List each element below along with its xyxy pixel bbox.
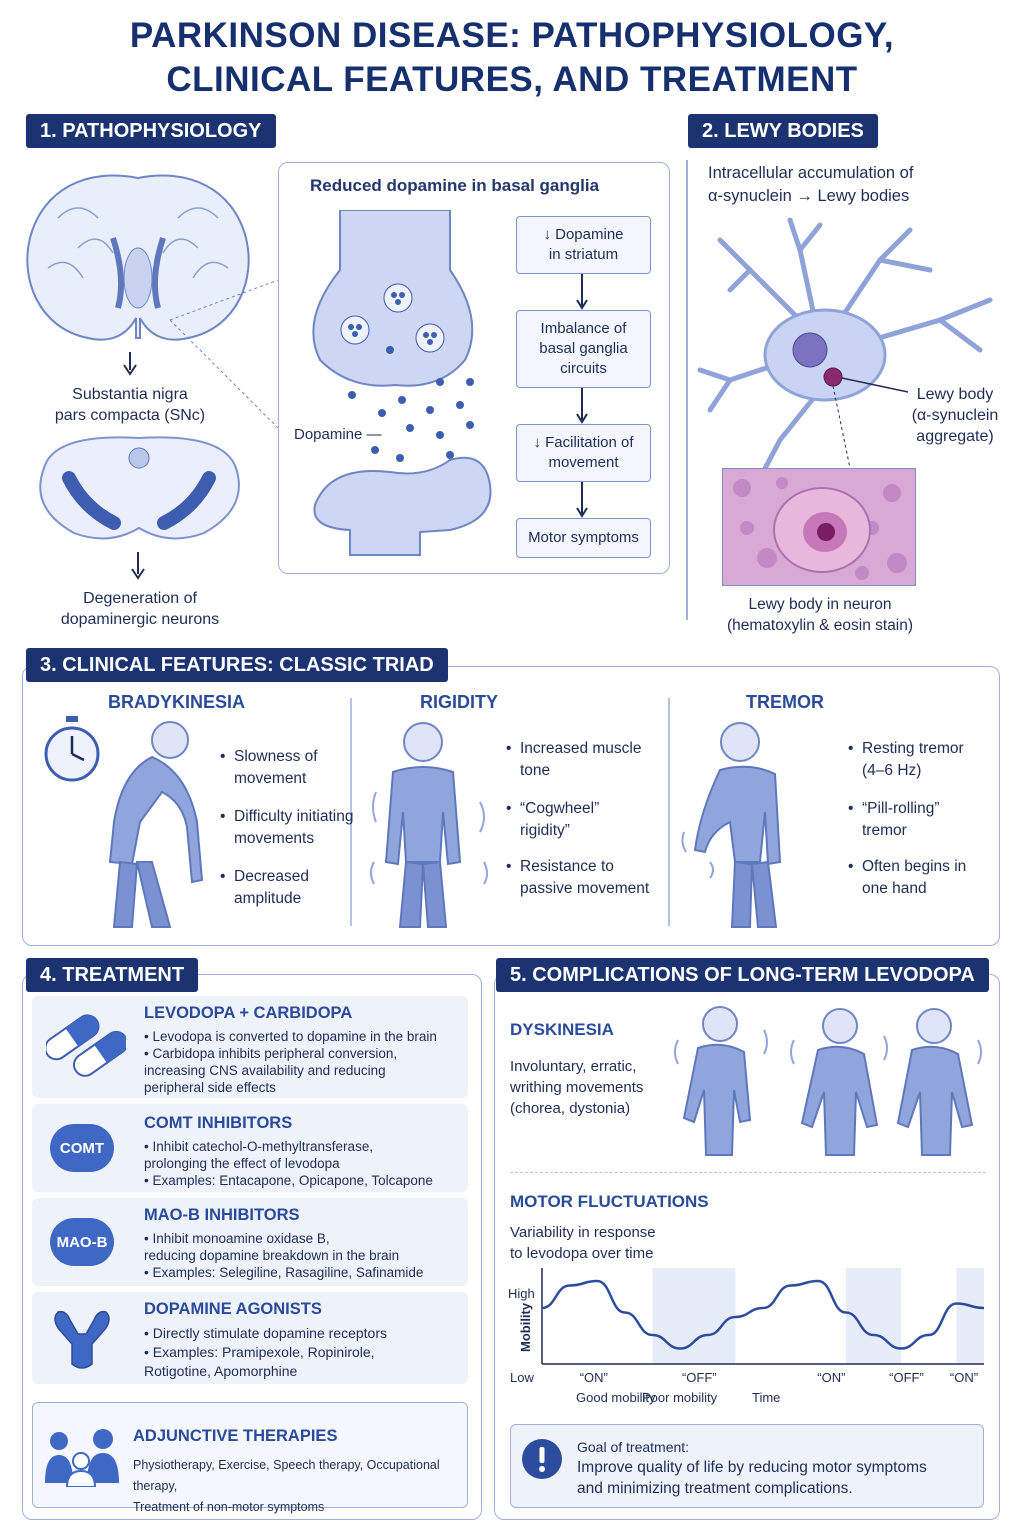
- section-divider: [686, 160, 688, 620]
- he-stain-micrograph: [722, 468, 916, 586]
- brain-coronal-icon: [26, 174, 250, 341]
- snc-label: Substantia nigra pars compacta (SNc): [54, 386, 206, 424]
- motor-fluctuations-chart: High Low Mobility “ON” “OFF” “ON” “OFF” “ON”…: [508, 1268, 985, 1405]
- tremor-bullet-2: “Pill-rolling”tremor: [848, 798, 940, 842]
- comt-enzyme-icon: COMT: [50, 1124, 114, 1172]
- section-tag-treatment: 4. TREATMENT: [26, 958, 199, 992]
- synapse-illustration: [312, 210, 492, 556]
- tremor-bullet-1: Resting tremor(4–6 Hz): [848, 738, 964, 782]
- treatment-card-levodopa: LEVODOPA + CARBIDOPA • Levodopa is conve…: [32, 996, 468, 1098]
- rigidity-heading: RIGIDITY: [420, 692, 499, 712]
- treatment-card-maob: MAO-B MAO-B INHIBITORS • Inhibit monoami…: [32, 1198, 468, 1286]
- arrow-down-icon: [131, 552, 145, 580]
- flow-arrows: [576, 274, 588, 518]
- stooped-person-illustration: [108, 721, 204, 928]
- state-label: “ON”: [580, 1370, 608, 1385]
- off-period-shade: [956, 1268, 984, 1364]
- receptor-icon: [54, 1310, 110, 1369]
- dyskinesia-figures-illustration: [674, 1006, 982, 1156]
- people-group-icon: [45, 1429, 119, 1487]
- motor-fluctuations-description: Variability in response to levodopa over…: [510, 1224, 656, 1262]
- zoom-lines: [170, 280, 279, 429]
- arrow-down-icon: [123, 352, 137, 376]
- flow-step-4: Motor symptoms: [516, 518, 651, 558]
- tremor-heading: TREMOR: [746, 692, 824, 712]
- state-label: “OFF”: [682, 1370, 717, 1385]
- degeneration-label: Degeneration of dopaminergic neurons: [60, 590, 220, 628]
- column-divider: [668, 698, 670, 926]
- rigid-person-illustration: [370, 722, 488, 928]
- section-tag-clinical-features: 3. CLINICAL FEATURES: CLASSIC TRIAD: [26, 648, 448, 682]
- dyskinesia-heading: DYSKINESIA: [510, 1020, 614, 1039]
- section-tag-lewy-bodies: 2. LEWY BODIES: [688, 114, 878, 148]
- caption-good-mobility: Good mobility: [576, 1390, 656, 1405]
- y-tick-low: Low: [510, 1370, 534, 1385]
- state-label: “ON”: [950, 1370, 978, 1385]
- off-period-shade: [652, 1268, 736, 1364]
- treatment-card-dopamine-agonists: DOPAMINE AGONISTS • Directly stimulate d…: [32, 1292, 468, 1384]
- caption-poor-mobility: Poor mobility: [642, 1390, 718, 1405]
- dopamine-label: Dopamine —: [294, 426, 382, 443]
- mobility-series-line: [541, 1279, 985, 1350]
- state-label: “ON”: [817, 1370, 845, 1385]
- capsule-icon: [46, 1014, 126, 1077]
- bradykinesia-heading: BRADYKINESIA: [108, 692, 246, 712]
- dyskinesia-description: Involuntary, erratic, writhing movements…: [510, 1058, 644, 1117]
- section-tag-pathophysiology: 1. PATHOPHYSIOLOGY: [26, 114, 276, 148]
- tremor-person-illustration: [681, 722, 782, 928]
- y-tick-high: High: [508, 1286, 535, 1301]
- x-axis-label: Time: [752, 1390, 780, 1405]
- page-title: PARKINSON DISEASE: PATHOPHYSIOLOGY, CLIN…: [129, 16, 895, 99]
- section-tag-complications: 5. COMPLICATIONS OF LONG-TERM LEVODOPA: [496, 958, 989, 992]
- neuron-illustration: [697, 217, 993, 480]
- treatment-card-comt: COMT COMT INHIBITORS • Inhibit catechol-…: [32, 1104, 468, 1192]
- adjunctive-therapies-card: ADJUNCTIVE THERAPIES Physiotherapy, Exer…: [32, 1402, 468, 1514]
- goal-of-treatment-box: Goal of treatment: Improve quality of li…: [510, 1424, 984, 1508]
- lewy-body-label: Lewy body (α-synuclein aggregate): [911, 386, 999, 445]
- stopwatch-icon: [44, 716, 100, 782]
- midbrain-section-icon: [39, 436, 240, 540]
- rigidity-bullet-2: “Cogwheel”rigidity”: [506, 798, 599, 842]
- synapse-title: Reduced dopamine in basal ganglia: [310, 176, 600, 195]
- state-label: “OFF”: [889, 1370, 924, 1385]
- y-axis-label: Mobility: [518, 1302, 533, 1352]
- lewy-description: Intracellular accumulation of α-synuclei…: [708, 164, 914, 205]
- exclamation-icon: [522, 1439, 562, 1479]
- motor-fluctuations-heading: MOTOR FLUCTUATIONS: [510, 1192, 709, 1211]
- micrograph-caption: Lewy body in neuron (hematoxylin & eosin…: [726, 596, 914, 634]
- section-divider: [510, 1172, 986, 1173]
- maob-enzyme-icon: MAO-B: [50, 1218, 114, 1266]
